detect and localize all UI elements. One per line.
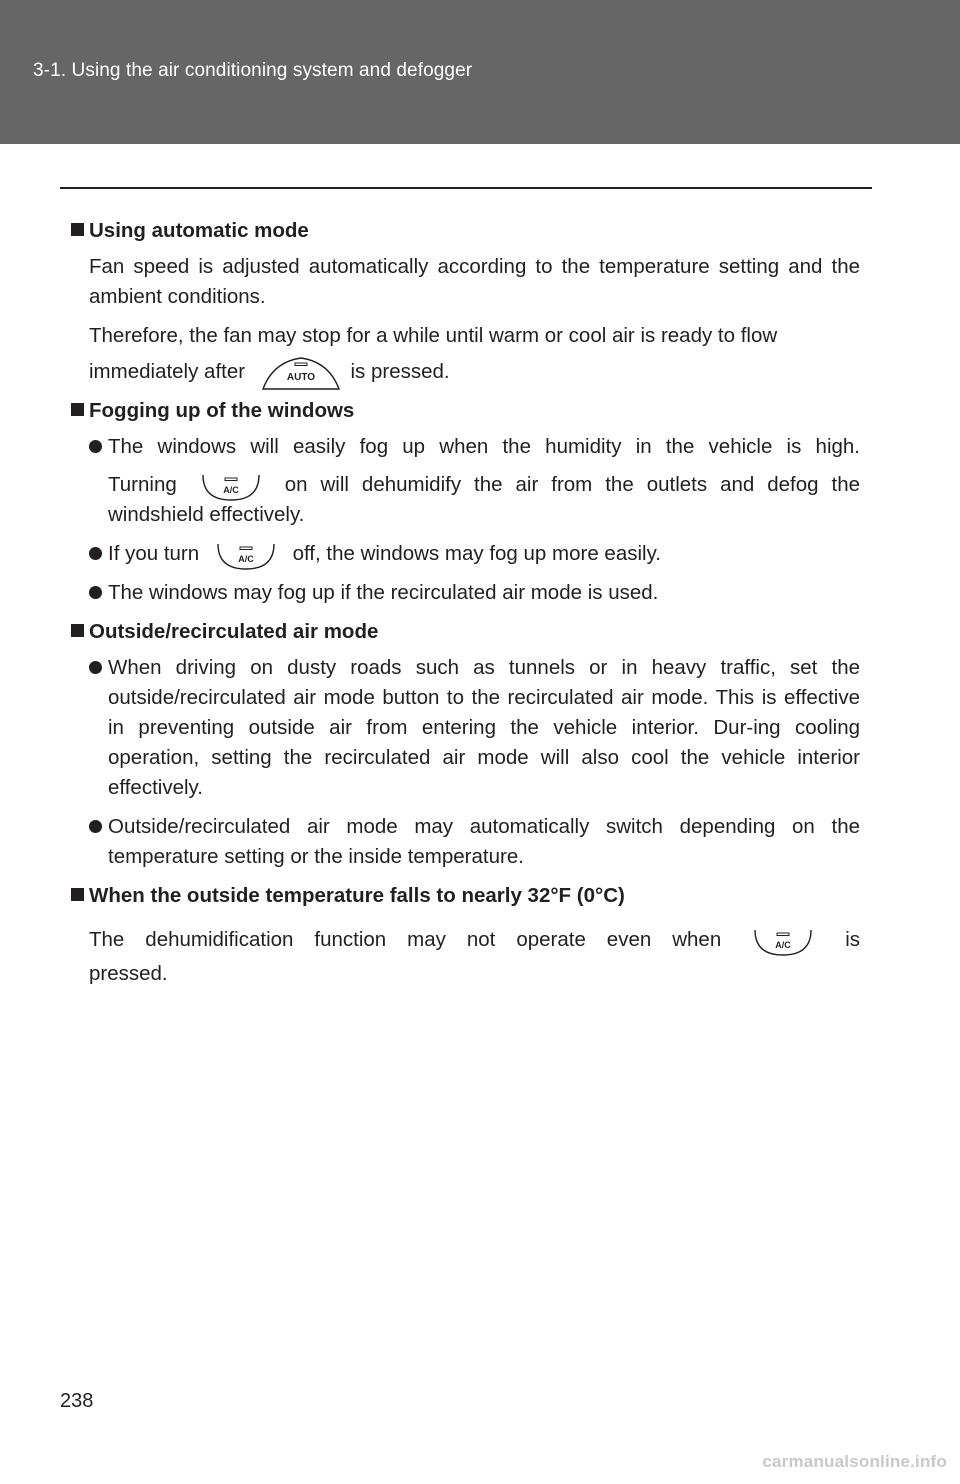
circle-bullet-icon <box>89 440 102 453</box>
paragraph: The dehumidification function may not op… <box>70 925 860 989</box>
heading-text: Using automatic mode <box>89 219 309 242</box>
page-header: 3-1. Using the air conditioning system a… <box>0 0 960 144</box>
bullet-item: The windows may fog up if the recirculat… <box>70 578 860 608</box>
text-line: The dehumidification function may not op… <box>89 922 860 958</box>
square-bullet-icon <box>71 223 84 236</box>
bullet-item: When driving on dusty roads such as tunn… <box>70 653 860 803</box>
text: The dehumidification function may not op… <box>89 928 722 951</box>
circle-bullet-icon <box>89 661 102 674</box>
text: windshield effectively. <box>108 503 305 526</box>
section-title: 3-1. Using the air conditioning system a… <box>33 60 473 81</box>
auto-button-icon: AUTO <box>261 354 340 390</box>
svg-text:AUTO: AUTO <box>287 372 315 383</box>
heading-automatic-mode: Using automatic mode <box>70 216 860 246</box>
square-bullet-icon <box>71 888 84 901</box>
text: is <box>845 928 860 951</box>
text: When driving on dusty roads such as tunn… <box>108 656 860 799</box>
svg-text:A/C: A/C <box>238 554 254 564</box>
text: The windows may fog up if the recirculat… <box>108 581 659 604</box>
paragraph: Fan speed is adjusted automatically acco… <box>89 255 860 308</box>
heading-fogging: Fogging up of the windows <box>70 396 860 426</box>
heading-cold-temperature: When the outside temperature falls to ne… <box>70 881 860 911</box>
ac-button-icon: A/C <box>752 922 814 958</box>
heading-recirculated: Outside/recirculated air mode <box>70 617 860 647</box>
footer-watermark: carmanualsonline.info <box>762 1452 947 1471</box>
bullet-item: The windows will easily fog up when the … <box>70 432 860 530</box>
circle-bullet-icon <box>89 820 102 833</box>
heading-text: Fogging up of the windows <box>89 399 355 422</box>
square-bullet-icon <box>71 624 84 637</box>
text: Turning <box>108 473 177 496</box>
page-number: 238 <box>60 1390 94 1412</box>
page-content: Using automatic mode Fan speed is adjust… <box>70 216 860 998</box>
bullet-item: Outside/recirculated air mode may automa… <box>70 812 860 872</box>
square-bullet-icon <box>71 403 84 416</box>
text: The windows will easily fog up when the … <box>108 435 860 458</box>
text: Outside/recirculated air mode may automa… <box>108 815 860 868</box>
text-line: Turning A/C on will dehumidify the air f… <box>108 467 861 503</box>
heading-text: Outside/recirculated air mode <box>89 620 379 643</box>
text: off, the windows may fog up more easily. <box>292 542 661 565</box>
ac-button-icon: A/C <box>215 536 277 572</box>
circle-bullet-icon <box>89 586 102 599</box>
ac-button-icon: A/C <box>200 467 262 503</box>
text: is pressed. <box>350 360 450 383</box>
text: If you turn <box>108 542 200 565</box>
text: immediately after <box>89 360 246 383</box>
paragraph: Therefore, the fan may stop for a while … <box>70 321 860 351</box>
header-rule <box>60 187 872 189</box>
text: pressed. <box>89 962 168 985</box>
svg-text:A/C: A/C <box>223 485 239 495</box>
paragraph: immediately after AUTO is pressed. <box>70 354 860 390</box>
text: on will dehumidify the air from the outl… <box>284 473 861 496</box>
bullet-item: If you turn A/C off, the windows may fog… <box>70 536 860 572</box>
circle-bullet-icon <box>89 547 102 560</box>
svg-text:A/C: A/C <box>775 940 791 950</box>
text: Therefore, the fan may stop for a while … <box>89 324 778 347</box>
heading-text: When the outside temperature falls to ne… <box>89 884 625 907</box>
